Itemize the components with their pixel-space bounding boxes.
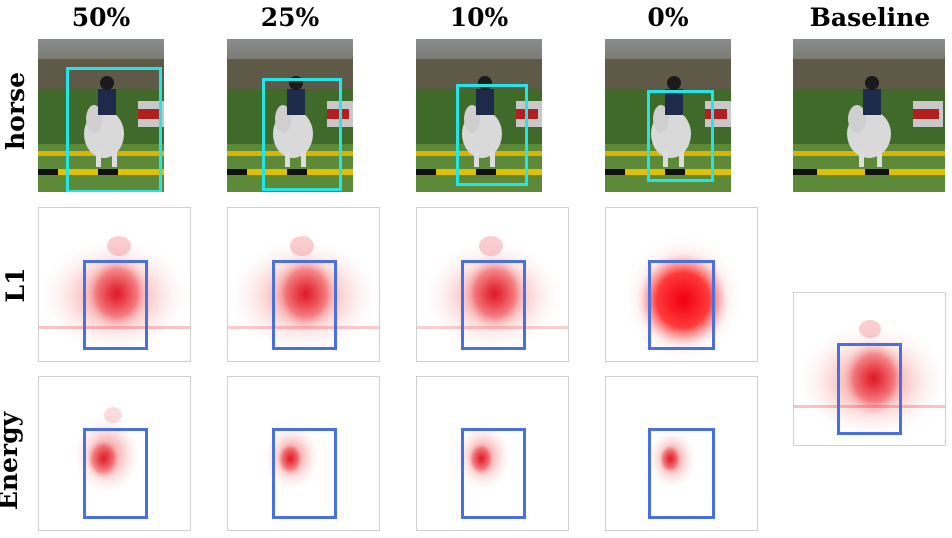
horse-rider-photo-icon <box>38 39 164 192</box>
row-title-l1: L1 <box>1 267 30 303</box>
ground-truth-box <box>461 260 526 350</box>
saliency-heatmap-icon <box>39 236 190 356</box>
horse-rider-photo-icon <box>227 39 353 192</box>
ground-truth-box <box>648 260 715 350</box>
heatmap-energy-0 <box>605 376 758 531</box>
column-title-0: 0% <box>647 3 689 32</box>
horse-rider-photo-icon <box>605 39 731 192</box>
saliency-heatmap-icon <box>417 236 568 354</box>
saliency-heatmap-icon <box>453 421 513 493</box>
heatmap-energy-10 <box>416 376 569 531</box>
photo-10 <box>416 39 542 192</box>
heatmap-l1-0 <box>605 207 758 362</box>
photo-25 <box>227 39 353 192</box>
saliency-heatmap-icon <box>646 427 698 491</box>
heatmap-l1-10 <box>416 207 569 362</box>
row-title-horse: horse <box>1 72 30 151</box>
saliency-heatmap-icon <box>262 421 322 493</box>
column-title-baseline: Baseline <box>809 3 931 32</box>
ground-truth-box <box>837 343 902 435</box>
saliency-heatmap-icon <box>71 407 143 497</box>
heatmap-l1-50 <box>38 207 191 362</box>
heatmap-l1-25 <box>227 207 380 362</box>
heatmap-energy-50 <box>38 376 191 531</box>
horse-rider-photo-icon <box>793 39 945 192</box>
saliency-heatmap-icon <box>794 320 945 441</box>
ground-truth-box <box>83 260 148 350</box>
horse-rider-photo-icon <box>416 39 542 192</box>
saliency-heatmap-icon <box>228 236 379 356</box>
prediction-box <box>647 90 714 182</box>
heatmap-baseline <box>793 292 946 446</box>
prediction-box <box>456 84 528 186</box>
row-title-energy: Energy <box>0 411 23 511</box>
ground-truth-box <box>83 428 148 519</box>
column-title-25: 25% <box>260 3 320 32</box>
ground-truth-box <box>461 428 526 519</box>
ground-truth-box <box>648 428 715 519</box>
heatmap-energy-25 <box>227 376 380 531</box>
prediction-box <box>262 78 342 191</box>
column-title-50: 50% <box>71 3 131 32</box>
prediction-box <box>66 67 162 192</box>
photo-baseline <box>793 39 945 192</box>
photo-50 <box>38 39 164 192</box>
photo-0 <box>605 39 731 192</box>
column-title-10: 10% <box>449 3 509 32</box>
ground-truth-box <box>272 428 337 519</box>
ground-truth-box <box>272 260 337 350</box>
